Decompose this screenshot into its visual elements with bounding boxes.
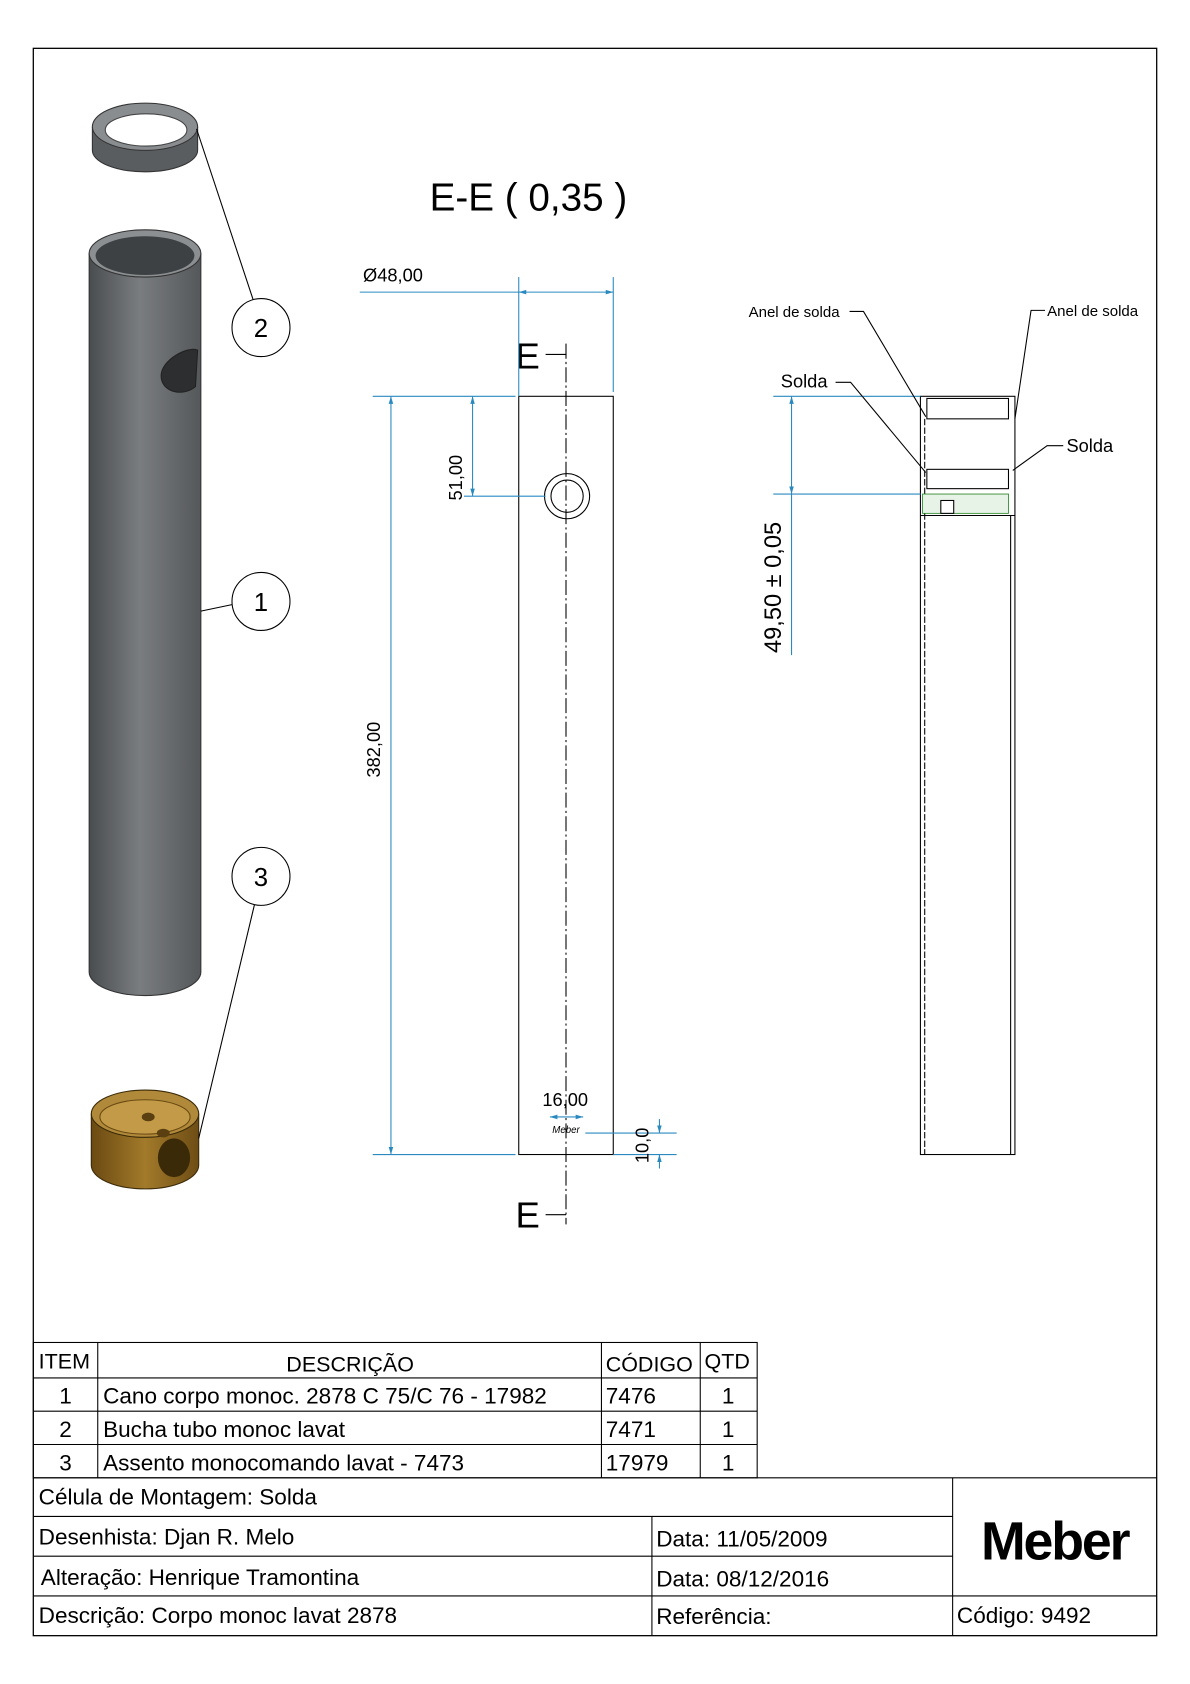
- callout-anel-left: Anel de solda: [749, 304, 927, 417]
- section-mark-top: E: [516, 335, 540, 376]
- svg-text:2: 2: [59, 1417, 72, 1442]
- drafter-date: Data: 11/05/2009: [656, 1527, 827, 1552]
- revision: Alteração: Henrique Tramontina: [41, 1565, 360, 1590]
- svg-text:DESCRIÇÃO: DESCRIÇÃO: [286, 1351, 414, 1376]
- svg-text:CÓDIGO: CÓDIGO: [606, 1351, 693, 1376]
- bom-row: 3 Assento monocomando lavat - 7473 17979…: [59, 1450, 734, 1475]
- sheet-border: [32, 47, 1158, 1637]
- drafter: Desenhista: Djan R. Melo: [39, 1524, 295, 1549]
- svg-text:382,00: 382,00: [363, 722, 384, 778]
- dimension-hole-offset: 51,00: [445, 396, 546, 500]
- dimension-ring-depth: 49,50 ± 0,05: [761, 395, 921, 656]
- svg-text:3: 3: [254, 864, 268, 892]
- bom-table: [32, 1341, 758, 1479]
- callout-anel-right: Anel de solda: [1014, 303, 1139, 419]
- dimension-length: 382,00: [363, 395, 516, 1156]
- bom-header: ITEM DESCRIÇÃO CÓDIGO QTD: [39, 1349, 750, 1376]
- svg-text:17979: 17979: [606, 1450, 669, 1475]
- bom-row: 1 Cano corpo monoc. 2878 C 75/C 76 - 179…: [59, 1384, 734, 1409]
- view-title: E-E ( 0,35 ): [430, 177, 628, 220]
- svg-text:7471: 7471: [606, 1417, 656, 1442]
- svg-text:Cano corpo monoc. 2878 C 75/C: Cano corpo monoc. 2878 C 75/C 76 - 17982: [103, 1384, 547, 1409]
- svg-text:Assento monocomando lavat - 74: Assento monocomando lavat - 7473: [103, 1450, 464, 1475]
- svg-text:QTD: QTD: [705, 1349, 750, 1373]
- svg-text:Bucha tubo monoc lavat: Bucha tubo monoc lavat: [103, 1417, 346, 1442]
- section-view: [919, 395, 1016, 1156]
- svg-text:7476: 7476: [606, 1384, 656, 1409]
- callout-solda-right: Solda: [1012, 435, 1114, 471]
- front-view: E E Meber: [516, 335, 614, 1236]
- svg-text:Ø48,00: Ø48,00: [363, 264, 423, 285]
- dimension-mark-offset: 10,0: [585, 1119, 677, 1169]
- section-mark-bottom: E: [516, 1195, 540, 1236]
- svg-text:10,0: 10,0: [632, 1128, 653, 1164]
- reference: Referência:: [656, 1604, 771, 1629]
- title-block: [33, 1477, 1157, 1636]
- svg-text:Anel de solda: Anel de solda: [1047, 303, 1139, 320]
- svg-text:Anel de solda: Anel de solda: [749, 304, 841, 321]
- svg-text:1: 1: [59, 1384, 72, 1409]
- balloon-2: 2: [196, 128, 291, 358]
- part-code: Código: 9492: [957, 1603, 1091, 1628]
- dimension-diameter: Ø48,00: [359, 264, 614, 397]
- svg-text:Solda: Solda: [1066, 435, 1114, 456]
- svg-text:1: 1: [722, 1450, 735, 1475]
- svg-text:51,00: 51,00: [445, 455, 466, 501]
- svg-text:1: 1: [722, 1384, 735, 1409]
- svg-text:49,50 ± 0,05: 49,50 ± 0,05: [761, 522, 787, 653]
- balloon-1: 1: [200, 571, 291, 631]
- assembly-cell: Célula de Montagem: Solda: [39, 1485, 318, 1510]
- balloon-3: 3: [198, 846, 291, 1139]
- callout-solda-left: Solda: [781, 371, 927, 473]
- bom-row: 2 Bucha tubo monoc lavat 7471 1: [59, 1417, 734, 1442]
- revision-date: Data: 08/12/2016: [656, 1566, 829, 1591]
- engraved-mark: Meber: [552, 1125, 580, 1136]
- svg-text:ITEM: ITEM: [39, 1349, 90, 1373]
- svg-text:16,00: 16,00: [542, 1089, 588, 1110]
- svg-text:1: 1: [254, 589, 268, 617]
- part-3-seat: [90, 1089, 200, 1190]
- svg-text:1: 1: [722, 1417, 735, 1442]
- svg-text:3: 3: [59, 1450, 72, 1475]
- part-1-tube: [88, 229, 202, 997]
- svg-text:2: 2: [254, 315, 268, 343]
- description: Descrição: Corpo monoc lavat 2878: [39, 1603, 397, 1628]
- svg-text:Solda: Solda: [781, 371, 829, 392]
- dimension-mark-width: 16,00: [542, 1089, 588, 1120]
- meber-logo: Meber: [981, 1511, 1131, 1571]
- part-2-ring: [91, 102, 199, 173]
